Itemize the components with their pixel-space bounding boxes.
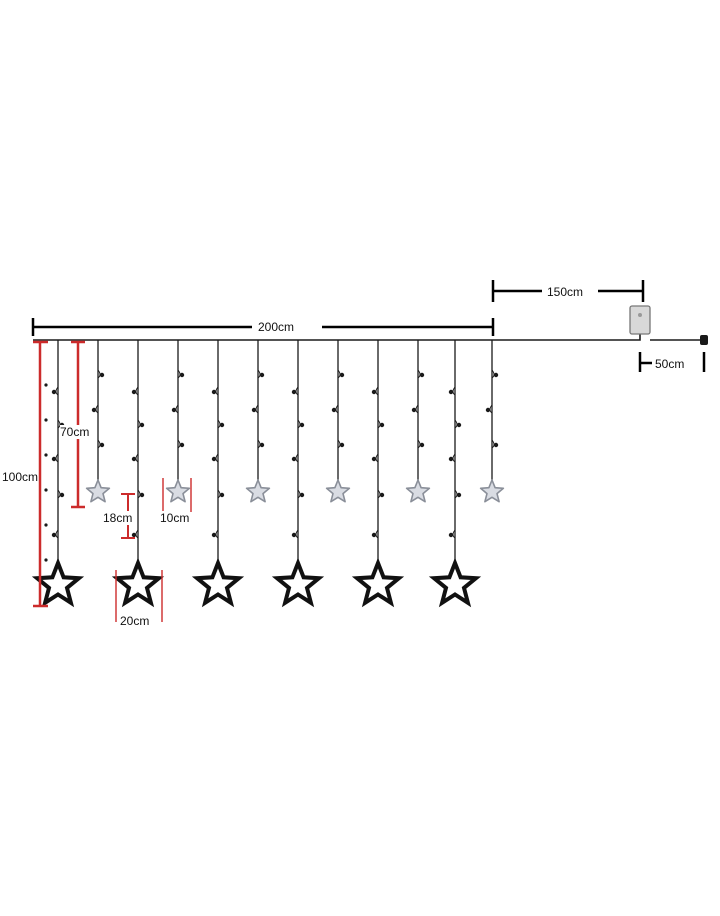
small-star-icon: [405, 479, 431, 503]
strand-bulb: [51, 532, 57, 538]
strand-bulb: [291, 389, 297, 395]
large-star-height-label: 18cm: [103, 511, 133, 525]
small-star-icon: [479, 479, 505, 503]
strand-bulb: [179, 372, 185, 378]
long-drop-bulb-marker: [44, 488, 48, 492]
strand-bulb: [59, 492, 65, 498]
strand-bulb: [371, 532, 377, 538]
strand-bulb: [299, 492, 305, 498]
strand-bulb: [91, 407, 97, 413]
controller-assembly: [629, 305, 708, 345]
strand-bulb: [219, 492, 225, 498]
strand-bulb: [419, 372, 425, 378]
long-strand: [31, 340, 85, 608]
strand-bulb: [259, 442, 265, 448]
long-drop-bulb-marker: [44, 418, 48, 422]
strand-bulb: [179, 442, 185, 448]
strand-bulb: [219, 422, 225, 428]
strand-bulb: [493, 372, 499, 378]
strand-bulb: [371, 456, 377, 462]
strand-bulb: [419, 442, 425, 448]
strands: [31, 340, 505, 608]
small-star-icon: [165, 479, 191, 503]
strand-bulb: [299, 422, 305, 428]
large-star-icon: [271, 557, 325, 608]
dimension-lines: [31, 280, 706, 622]
strand-bulb: [379, 422, 385, 428]
strand-bulb: [171, 407, 177, 413]
large-star-width-label: 20cm: [120, 614, 150, 628]
strand-bulb: [131, 456, 137, 462]
strand-bulb: [291, 532, 297, 538]
strand-bulb: [411, 407, 417, 413]
plug-icon: [700, 335, 708, 345]
short-strand: [85, 340, 111, 503]
strand-bulb: [139, 492, 145, 498]
short-strand: [479, 340, 505, 503]
large-star-icon: [31, 557, 85, 608]
strand-bulb: [448, 456, 454, 462]
strand-bulb: [331, 407, 337, 413]
strand-bulb: [211, 389, 217, 395]
short-drop-label: 70cm: [60, 425, 90, 439]
plug-wire-label: 50cm: [655, 357, 685, 371]
strand-bulb: [339, 372, 345, 378]
strand-bulb: [131, 389, 137, 395]
total-width-label: 200cm: [258, 320, 295, 334]
large-star-icon: [351, 557, 405, 608]
strand-bulb: [131, 532, 137, 538]
strand-bulb: [448, 532, 454, 538]
long-strand: [111, 340, 165, 608]
long-strand: [351, 340, 405, 608]
strand-bulb: [339, 442, 345, 448]
controller-box-icon: [629, 305, 651, 335]
long-drop-bulb-marker: [44, 453, 48, 457]
strand-bulb: [211, 456, 217, 462]
long-drop-bulb-marker: [44, 523, 48, 527]
strand-bulb: [139, 422, 145, 428]
short-strand: [405, 340, 431, 503]
strand-bulb: [493, 442, 499, 448]
strand-bulb: [99, 442, 105, 448]
small-star-icon: [85, 479, 111, 503]
long-strand: [428, 340, 482, 608]
short-strand: [165, 340, 191, 503]
controller-lead: [632, 332, 641, 341]
short-strand: [325, 340, 351, 503]
strand-bulb: [456, 422, 462, 428]
strand-bulb: [456, 492, 462, 498]
strand-bulb: [448, 389, 454, 395]
long-drop-bulb-marker: [44, 383, 48, 387]
strand-bulb: [371, 389, 377, 395]
small-star-width-label: 10cm: [160, 511, 190, 525]
strand-bulb: [211, 532, 217, 538]
long-drop-label: 100cm: [2, 470, 39, 484]
large-star-icon: [428, 557, 482, 608]
strand-bulb: [251, 407, 257, 413]
controller-button: [638, 313, 642, 317]
strand-bulb: [259, 372, 265, 378]
strand-bulb: [291, 456, 297, 462]
small-star-icon: [245, 479, 271, 503]
long-drop-bulb-marker: [44, 558, 48, 562]
strand-bulb: [379, 492, 385, 498]
long-strand: [191, 340, 245, 608]
strand-bulb: [51, 389, 57, 395]
long-strand: [271, 340, 325, 608]
strand-bulb: [51, 456, 57, 462]
large-star-icon: [191, 557, 245, 608]
lead-wire-label: 150cm: [547, 285, 584, 299]
strand-bulb: [485, 407, 491, 413]
large-star-icon: [111, 557, 165, 608]
strand-bulb: [99, 372, 105, 378]
short-strand: [245, 340, 271, 503]
small-star-icon: [325, 479, 351, 503]
